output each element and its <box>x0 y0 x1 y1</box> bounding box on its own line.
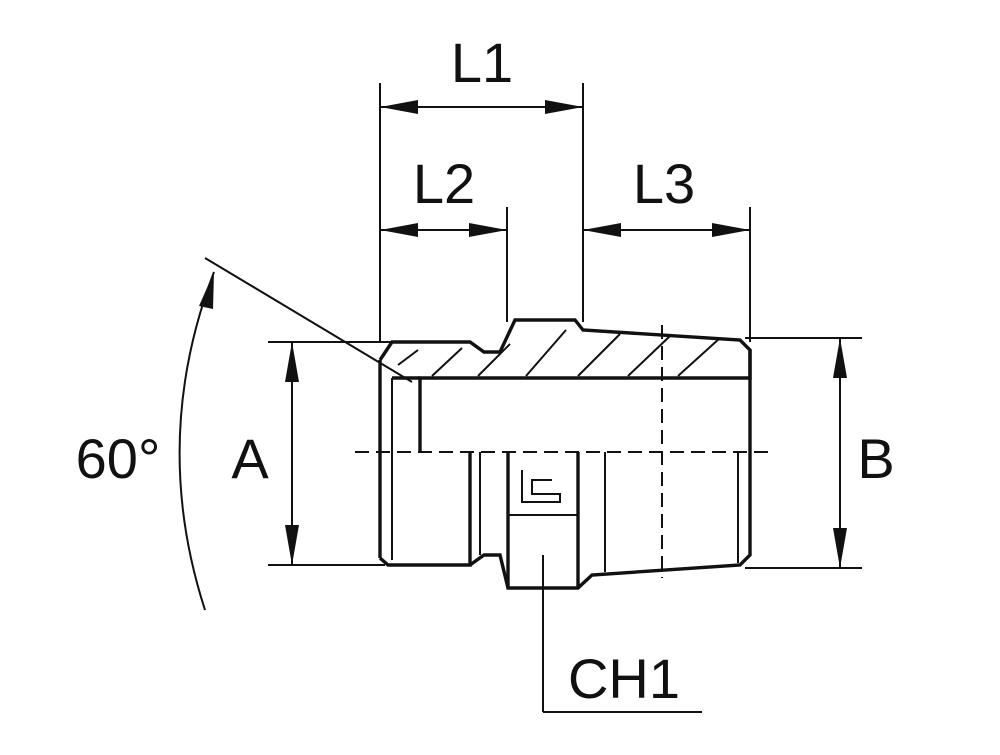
angle-indicator <box>178 257 413 611</box>
label-l1: L1 <box>451 31 513 94</box>
fitting-body <box>378 318 752 590</box>
dimension-l3 <box>583 223 750 237</box>
logo-mark <box>521 470 561 503</box>
label-l2: L2 <box>413 152 475 215</box>
dimension-a <box>285 342 299 565</box>
label-angle: 60° <box>76 427 161 490</box>
ch1-leader <box>542 555 702 713</box>
extension-lines <box>268 83 862 569</box>
label-l3: L3 <box>633 152 695 215</box>
label-b: B <box>857 427 894 490</box>
dimension-l2 <box>380 223 507 237</box>
thread-hatch <box>397 329 721 377</box>
dimension-l1 <box>380 100 583 114</box>
label-a: A <box>231 427 269 490</box>
label-ch1: CH1 <box>568 647 680 710</box>
dimension-b <box>833 338 847 568</box>
